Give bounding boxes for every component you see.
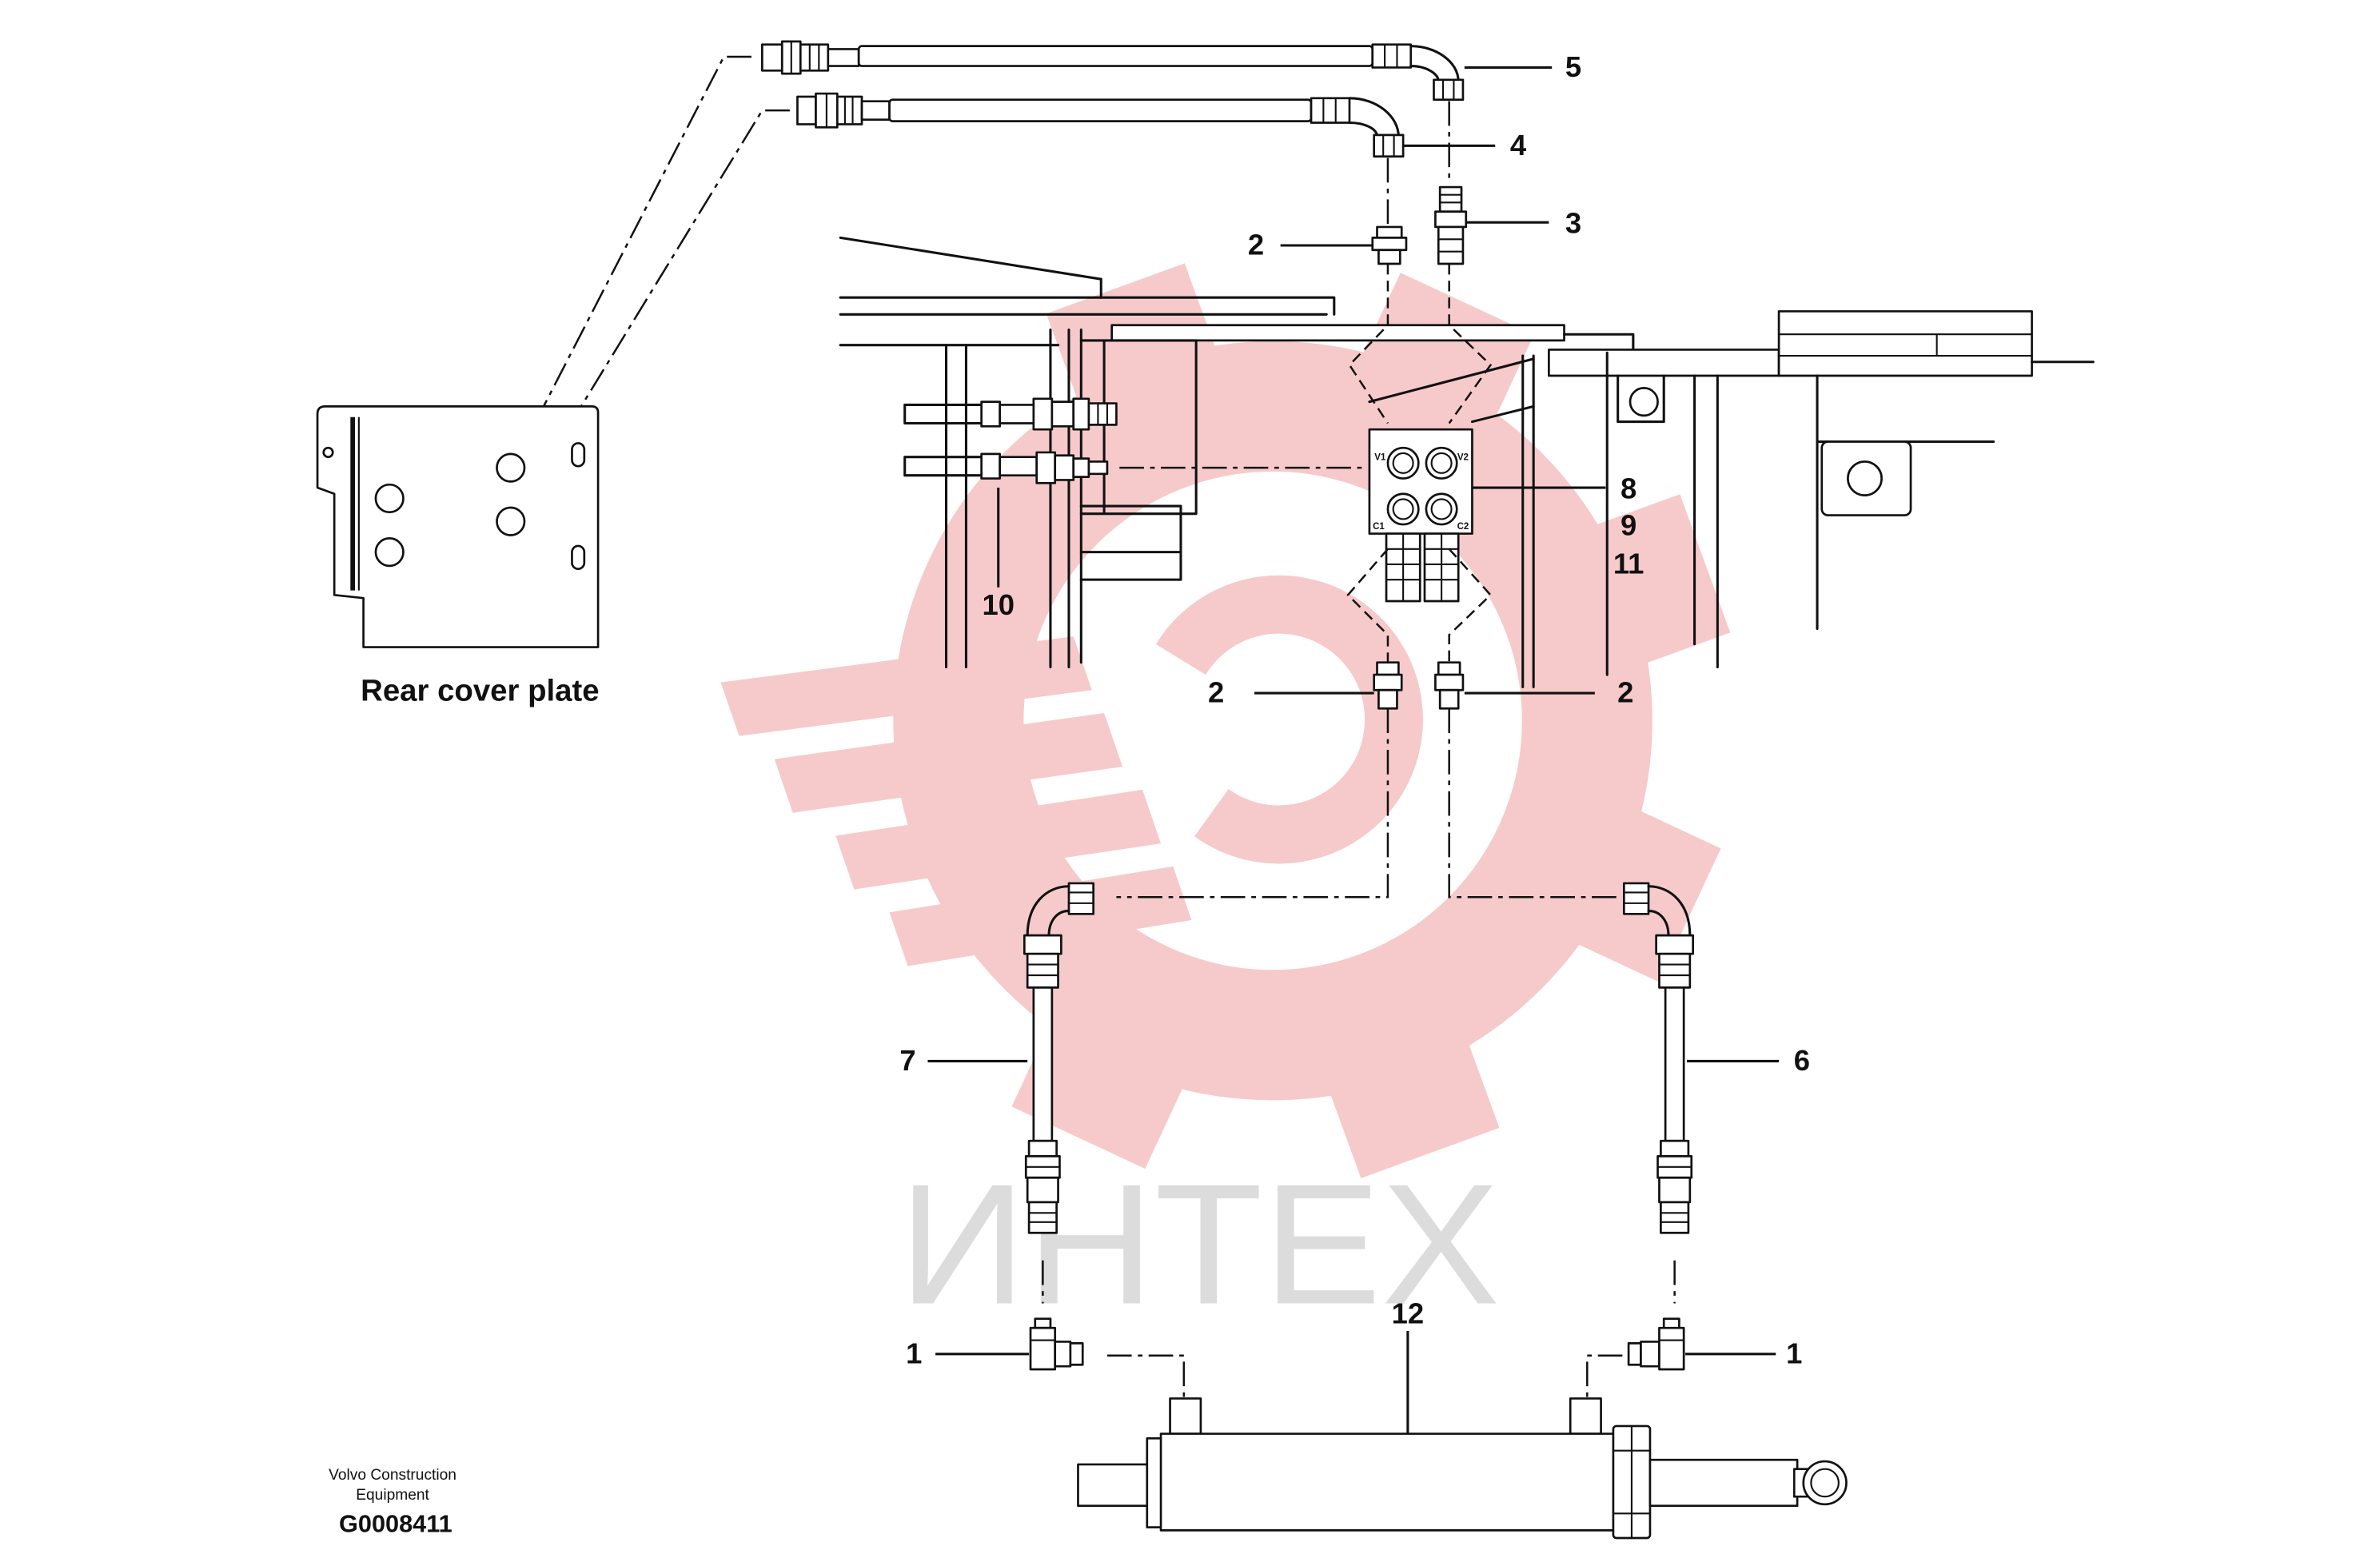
company-line-1: Volvo Construction [329, 1467, 456, 1484]
plate-hole [374, 483, 405, 514]
route-line-1-left-to-cylinder [1106, 1354, 1186, 1399]
port-label-c2: C2 [1457, 522, 1469, 532]
plate-hole [374, 537, 405, 568]
callout-5: 5 [1565, 50, 1581, 83]
valve-upper-hidden-lines [1348, 263, 1493, 424]
adapter-2-bottom-left [1373, 661, 1403, 710]
plate-hole-lower [496, 506, 526, 536]
callout-12: 12 [1392, 1297, 1425, 1329]
plate-hole-upper [496, 452, 526, 483]
port-v2 [1425, 446, 1458, 480]
footer: Volvo Construction Equipment G0008411 [329, 1467, 456, 1537]
cylinder-rod [1648, 1458, 1799, 1508]
callout-6: 6 [1794, 1044, 1810, 1077]
adapter-2-top [1371, 225, 1408, 265]
hose-5 [760, 40, 1465, 102]
route-line-to-hose-7 [1116, 708, 1389, 899]
valve-block: V1 V2 C1 C2 [1368, 428, 1473, 603]
callout-1-right: 1 [1786, 1337, 1802, 1369]
hose-6 [1622, 882, 1695, 1234]
watermark-text: ИНТЕХ [899, 1149, 1500, 1341]
cylinder-port-left [1169, 1397, 1202, 1435]
callout-9: 9 [1621, 509, 1636, 542]
elbow-1-left [1029, 1317, 1084, 1371]
adapter-3 [1434, 185, 1468, 265]
hose-4 [796, 92, 1405, 158]
watermark-logo: ИНТЕХ [720, 263, 1731, 1341]
port-c1 [1386, 492, 1420, 526]
frame-bolt-hole [1629, 387, 1659, 417]
callout-8: 8 [1621, 472, 1636, 504]
callout-7: 7 [899, 1044, 915, 1077]
rear-cover-plate-caption: Rear cover plate [361, 674, 600, 708]
callout-2-bottom-right: 2 [1617, 676, 1633, 709]
company-line-2: Equipment [356, 1487, 429, 1504]
drawing-number: G0008411 [339, 1509, 452, 1537]
callout-2-top: 2 [1248, 228, 1264, 261]
plate-slot [571, 544, 586, 571]
callout-1-left: 1 [906, 1337, 922, 1369]
callout-4: 4 [1510, 129, 1527, 161]
machine-frame [839, 236, 2095, 688]
elbow-1-right [1627, 1317, 1685, 1371]
route-line-1-right-to-cylinder [1586, 1354, 1623, 1399]
route-line-to-hose-6 [1448, 708, 1618, 899]
port-c2 [1425, 492, 1458, 526]
route-line-hose-4 [517, 109, 790, 510]
callout-11: 11 [1613, 547, 1644, 580]
port-label-v2: V2 [1457, 453, 1469, 463]
port-v1 [1386, 446, 1420, 480]
port-label-c1: C1 [1373, 522, 1385, 532]
bracket-hole [1847, 460, 1883, 496]
rod-eye [1802, 1460, 1848, 1506]
route-line-hose-5 [517, 55, 751, 456]
adapter-2-bottom-right [1434, 661, 1465, 710]
cylinder-barrel [1159, 1432, 1617, 1532]
hoses-10 [903, 397, 1118, 484]
callout-10: 10 [982, 588, 1015, 621]
valve-lower-hidden-lines [1346, 548, 1493, 663]
cylinder-12 [1077, 1397, 1848, 1540]
cylinder-port-right [1569, 1397, 1602, 1435]
rear-cover-plate [316, 405, 600, 648]
hose-7 [1023, 882, 1094, 1234]
callout-2-bottom-left: 2 [1208, 676, 1224, 709]
port-label-v1: V1 [1374, 453, 1386, 463]
watermark-stripes [720, 636, 1192, 966]
plate-slot [571, 442, 586, 468]
callout-3: 3 [1565, 207, 1581, 240]
